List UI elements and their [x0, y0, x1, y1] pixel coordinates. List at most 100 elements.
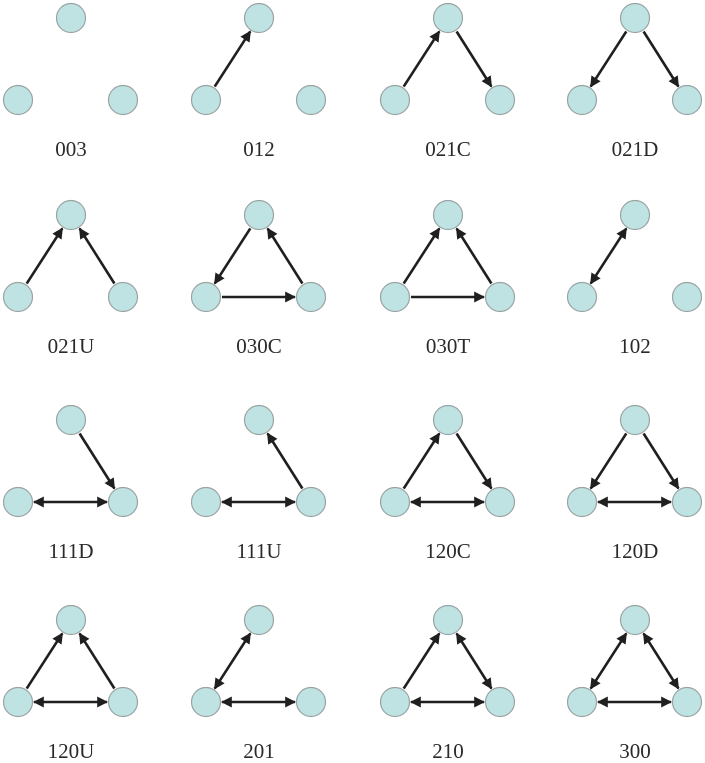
mutual-edge-T-R	[455, 632, 493, 690]
node-left	[2, 84, 34, 116]
node-right	[484, 686, 516, 718]
triad-label: 012	[243, 137, 275, 161]
triad-012: 012	[190, 2, 327, 161]
edge-R-T	[78, 632, 116, 690]
triad-label: 021C	[425, 137, 471, 161]
triad-label: 030T	[426, 334, 471, 358]
node-top	[55, 604, 87, 636]
triad-030c: 030C	[190, 199, 327, 358]
node-left	[566, 686, 598, 718]
edge-R-T	[266, 432, 304, 490]
node-right	[671, 686, 703, 718]
triad-label: 021U	[48, 334, 95, 358]
edge-L-T	[25, 227, 64, 285]
triad-210: 210	[379, 604, 516, 763]
node-top	[619, 2, 651, 34]
edge-T-R	[455, 432, 493, 490]
node-top	[243, 404, 275, 436]
node-left	[2, 281, 34, 313]
edge-T-L	[589, 30, 628, 88]
triad-021u: 021U	[2, 199, 139, 358]
triad-120u: 120U	[2, 604, 139, 763]
triad-label: 003	[55, 137, 87, 161]
node-right	[484, 84, 516, 116]
node-top	[243, 604, 275, 636]
triad-102: 102	[566, 199, 703, 358]
node-right	[107, 486, 139, 518]
node-right	[671, 486, 703, 518]
node-top	[55, 2, 87, 34]
triad-label: 030C	[236, 334, 282, 358]
node-left	[2, 686, 34, 718]
triad-021c: 021C	[379, 2, 516, 161]
node-right	[484, 281, 516, 313]
edge-T-L	[213, 227, 252, 285]
node-left	[566, 84, 598, 116]
node-top	[55, 199, 87, 231]
triad-label: 120D	[612, 539, 659, 563]
mutual-edge-L-T	[589, 227, 628, 285]
node-top	[243, 199, 275, 231]
triad-label: 102	[619, 334, 651, 358]
triad-label: 021D	[612, 137, 659, 161]
triad-label: 201	[243, 739, 275, 763]
triad-label: 120C	[425, 539, 471, 563]
triad-label: 111D	[48, 539, 93, 563]
node-left	[190, 281, 222, 313]
edge-T-R	[642, 432, 680, 490]
triad-label: 300	[619, 739, 651, 763]
node-left	[379, 686, 411, 718]
edge-L-T	[402, 227, 441, 285]
mutual-edge-L-T	[213, 632, 252, 690]
node-left	[190, 84, 222, 116]
node-left	[379, 84, 411, 116]
node-left	[190, 686, 222, 718]
triad-300: 300	[566, 604, 703, 763]
edge-R-T	[266, 227, 304, 285]
triad-021d: 021D	[566, 2, 703, 161]
edge-L-T	[25, 632, 64, 690]
node-right	[484, 486, 516, 518]
node-left	[566, 281, 598, 313]
node-right	[671, 84, 703, 116]
node-right	[295, 281, 327, 313]
node-left	[379, 281, 411, 313]
edge-T-R	[642, 30, 680, 88]
node-right	[295, 84, 327, 116]
edge-L-T	[213, 30, 252, 88]
triad-003: 003	[2, 2, 139, 161]
mutual-edge-T-R	[642, 632, 680, 690]
node-right	[295, 486, 327, 518]
node-top	[619, 604, 651, 636]
node-top	[432, 2, 464, 34]
mutual-edge-L-T	[589, 632, 628, 690]
node-right	[295, 686, 327, 718]
node-right	[107, 84, 139, 116]
edge-L-T	[402, 30, 441, 88]
triad-201: 201	[190, 604, 327, 763]
node-top	[432, 199, 464, 231]
edge-L-T	[402, 432, 441, 490]
triad-label: 111U	[236, 539, 281, 563]
node-left	[190, 486, 222, 518]
node-top	[619, 199, 651, 231]
node-right	[107, 281, 139, 313]
node-right	[107, 686, 139, 718]
triad-label: 210	[432, 739, 464, 763]
node-top	[55, 404, 87, 436]
triad-111d: 111D	[2, 404, 139, 563]
node-top	[432, 604, 464, 636]
node-right	[671, 281, 703, 313]
triad-120d: 120D	[566, 404, 703, 563]
triad-111u: 111U	[190, 404, 327, 563]
node-left	[379, 486, 411, 518]
node-top	[619, 404, 651, 436]
edge-R-T	[455, 227, 493, 285]
node-top	[243, 2, 275, 34]
edge-L-T	[402, 632, 441, 690]
node-left	[2, 486, 34, 518]
triad-label: 120U	[48, 739, 95, 763]
edge-T-R	[455, 30, 493, 88]
triad-030t: 030T	[379, 199, 516, 358]
